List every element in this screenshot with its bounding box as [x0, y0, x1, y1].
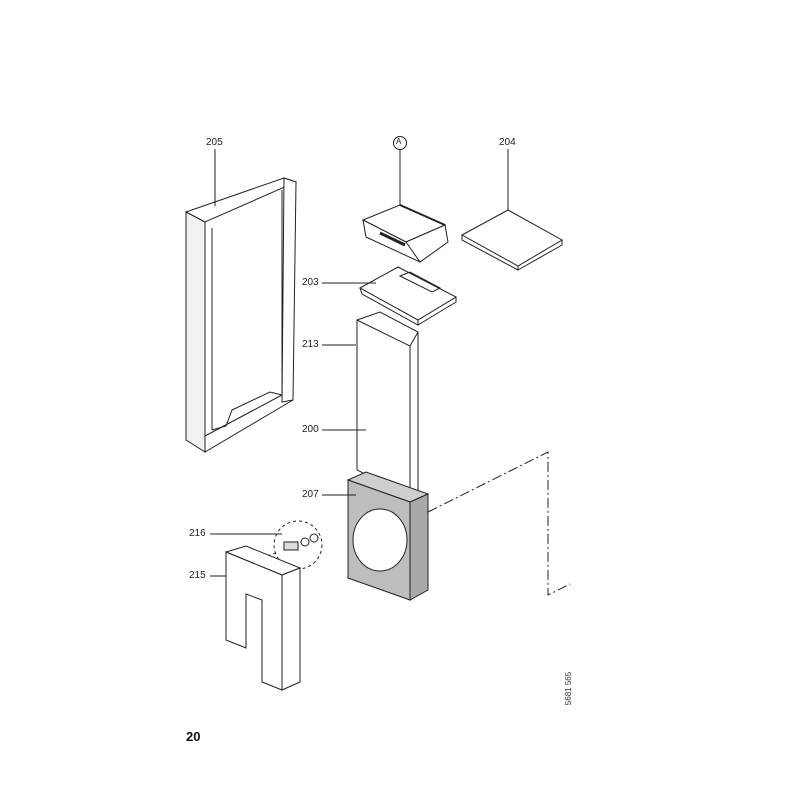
callout-215: 215: [189, 570, 206, 581]
callout-204: 204: [499, 137, 516, 148]
part-200-panel: [356, 311, 419, 497]
callout-a: A: [396, 137, 402, 146]
part-a-control-unit: [361, 204, 449, 263]
leader-lines: [210, 149, 509, 577]
page-number: 20: [186, 729, 201, 744]
callout-205: 205: [206, 137, 223, 148]
part-203-plate: [358, 266, 458, 326]
part-215-cover: [224, 545, 302, 691]
callout-207: 207: [302, 489, 319, 500]
part-204-cover: [460, 209, 564, 271]
connection-line: [427, 451, 571, 596]
callout-216: 216: [189, 528, 206, 539]
callout-213: 213: [302, 339, 319, 350]
callout-200: 200: [302, 424, 319, 435]
part-205-frame: [184, 177, 298, 453]
callout-203: 203: [302, 277, 319, 288]
document-number: 5681 565: [564, 671, 574, 706]
part-207-insulation-panel: [346, 471, 430, 601]
callout-a-circle: [393, 136, 407, 150]
